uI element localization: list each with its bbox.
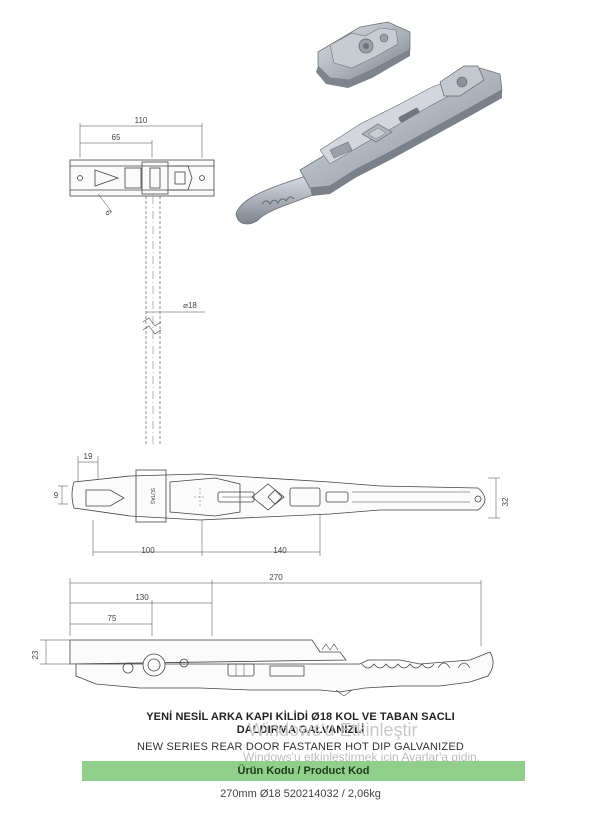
drawing-top-view <box>69 123 215 446</box>
dim-9: 9 <box>54 491 59 500</box>
dim-270: 270 <box>269 573 283 582</box>
product-title-english: NEW SERIES REAR DOOR FASTANER HOT DIP GA… <box>136 741 465 753</box>
dim-19: 19 <box>84 452 93 461</box>
dim-100: 100 <box>141 546 155 555</box>
product-code-header: Ürün Kodu / Product Kod <box>82 761 525 781</box>
product-render-fastener <box>235 65 503 225</box>
dim-32: 32 <box>501 497 510 506</box>
product-title-turkish-line2: DALDIRMA GALVANİZLİ <box>236 724 365 736</box>
svg-text:SÜTAŞ: SÜTAŞ <box>149 488 156 505</box>
dim-140: 140 <box>273 546 287 555</box>
product-render-bracket <box>316 21 411 88</box>
dim-75: 75 <box>108 614 117 623</box>
product-spec-line: 270mm Ø18 520214032 / 2,06kg <box>220 788 381 800</box>
drawing-plan-view: SÜTAŞ <box>58 456 500 556</box>
dim-130: 130 <box>135 593 149 602</box>
dim-6: 6 <box>103 209 113 218</box>
dim-diameter-18: ⌀18 <box>183 301 197 310</box>
dim-23: 23 <box>31 650 40 659</box>
product-title-turkish-line1: YENİ NESİL ARKA KAPI KİLİDİ Ø18 KOL VE T… <box>146 711 455 723</box>
product-title-turkish: YENİ NESİL ARKA KAPI KİLİDİ Ø18 KOL VE T… <box>0 711 601 737</box>
dim-65: 65 <box>112 133 121 142</box>
drawing-side-view <box>40 578 494 697</box>
dim-110: 110 <box>135 116 148 125</box>
